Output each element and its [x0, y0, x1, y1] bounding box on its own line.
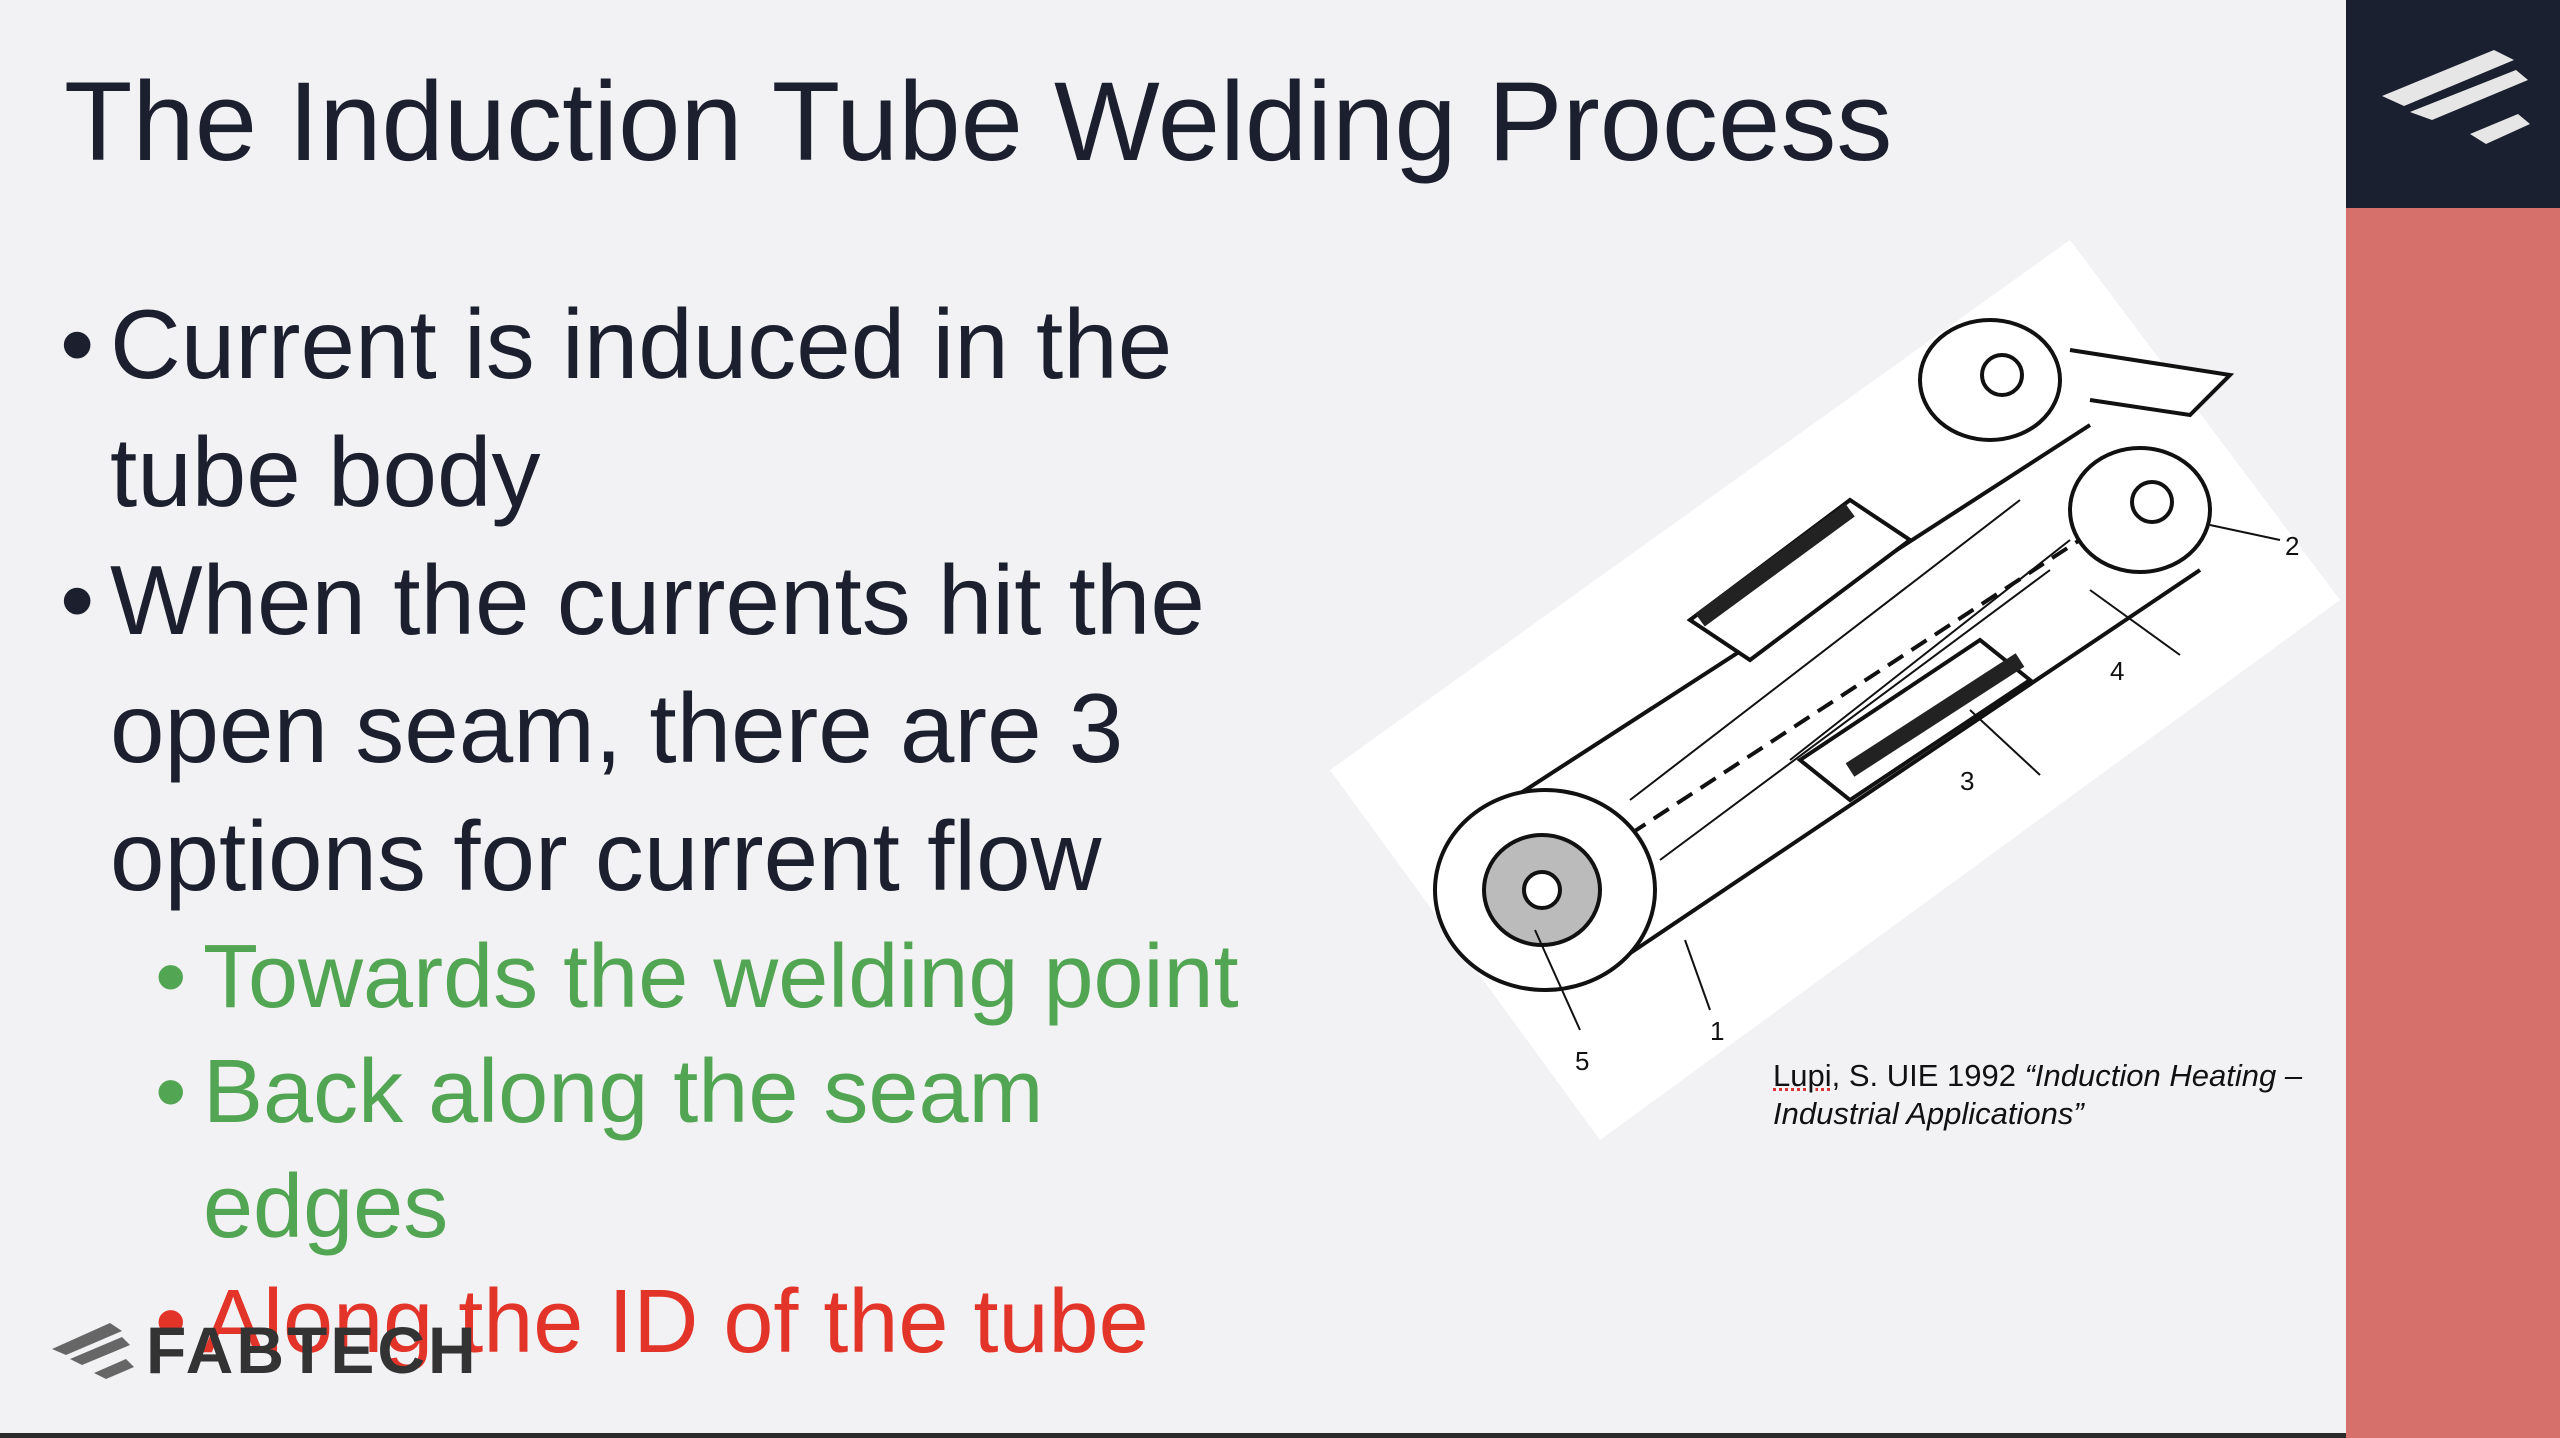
sub-bullet-text: Towards the welding point: [203, 927, 1239, 1027]
bullet-marker: •: [60, 289, 95, 399]
diagram-label: 3: [1960, 766, 1974, 796]
citation-work-title: “Induction Heating – Industrial Applicat…: [1773, 1058, 2303, 1131]
bullet-marker: •: [155, 1042, 187, 1142]
citation-details: , S. UIE 1992: [1831, 1058, 2025, 1093]
diagram-label: 1: [1710, 1016, 1724, 1046]
induction-welding-diagram: 1 2 3 4 5: [1330, 240, 2340, 1140]
bullet-list: • Current is induced in the tube body • …: [60, 280, 1380, 1380]
citation-author: Lupi: [1773, 1058, 1832, 1093]
footer-logo: FABTECH: [50, 1315, 510, 1385]
fabtech-mark-icon: [52, 1323, 134, 1379]
sub-bullet-item: • Back along the seam edges: [155, 1035, 1380, 1265]
sub-bullet-text: Back along the seam: [203, 1042, 1044, 1142]
sub-bullet-text: Along the ID of the tube: [203, 1272, 1149, 1372]
slide-title: The Induction Tube Welding Process: [64, 59, 1893, 184]
diagram-label: 4: [2110, 656, 2124, 686]
sub-bullet-text: edges: [203, 1157, 449, 1257]
diagram-label: 2: [2285, 531, 2299, 561]
bullet-text-line: open seam, there are 3: [110, 673, 1124, 783]
bullet-item: • Current is induced in the tube body: [60, 280, 1380, 536]
bullet-text-line: options for current flow: [110, 801, 1102, 911]
bullet-marker: •: [155, 927, 187, 1027]
bullet-text-line: tube body: [110, 417, 541, 527]
bullet-text-line: Current is induced in the: [110, 289, 1173, 399]
bottom-divider: [0, 1433, 2346, 1438]
bullet-marker: •: [60, 545, 95, 655]
diagram-label: 5: [1575, 1046, 1589, 1076]
bullet-item: • When the currents hit the open seam, t…: [60, 536, 1380, 920]
accent-side-bar: [2346, 0, 2560, 1438]
image-citation: Lupi, S. UIE 1992 “Induction Heating – I…: [1773, 1057, 2333, 1133]
bullet-text-line: When the currents hit the: [110, 545, 1205, 655]
fabtech-logo-icon: [2382, 50, 2530, 144]
bullet-marker: •: [155, 1272, 187, 1372]
sub-bullet-item: • Along the ID of the tube: [155, 1265, 1380, 1380]
brand-logo-box: [2346, 0, 2560, 208]
sub-bullet-item: • Towards the welding point: [155, 920, 1380, 1035]
footer-brand-text: FABTECH: [146, 1313, 479, 1387]
